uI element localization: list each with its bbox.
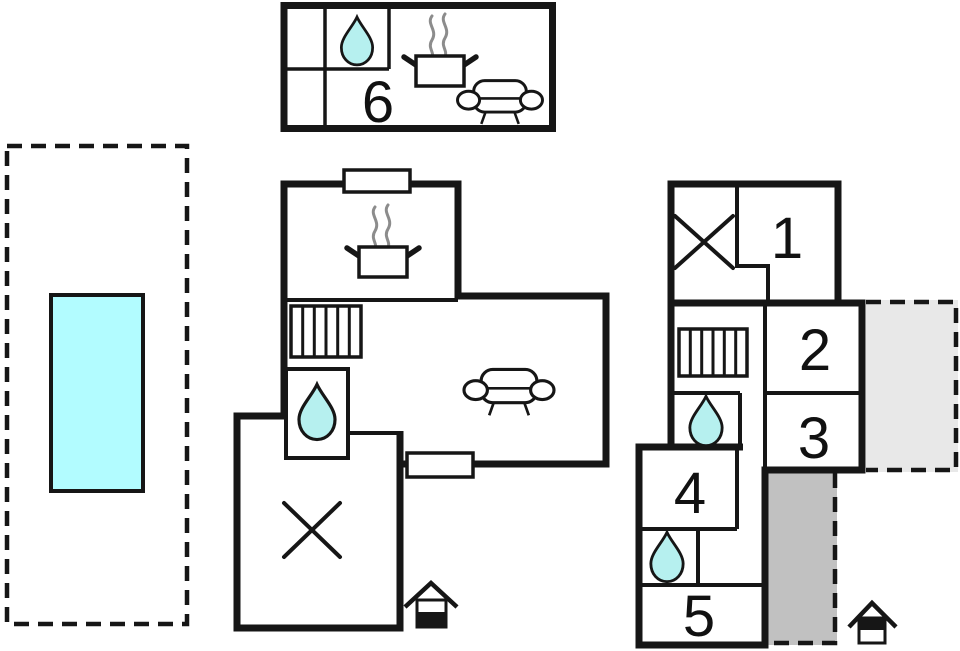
double-bed-icon	[673, 214, 735, 270]
water-drop-icon	[649, 530, 685, 584]
sofa-icon	[462, 367, 556, 417]
swimming-pool	[49, 293, 145, 493]
stairs-icon	[289, 304, 363, 359]
room-3-label: 3	[798, 406, 830, 471]
interior-walls	[639, 184, 862, 587]
ground-floor-house-icon	[403, 579, 459, 629]
interior-walls	[284, 298, 458, 435]
stove-icon	[347, 205, 419, 277]
window-bottom	[405, 451, 475, 479]
room-1-label: 1	[771, 206, 803, 271]
upper-house: 1 2 3 4 5	[635, 180, 959, 649]
plot-boundary	[4, 143, 190, 627]
water-drop-icon	[688, 394, 724, 448]
room-4-label: 4	[674, 461, 706, 526]
main-house	[233, 168, 610, 632]
annex-unit: 6	[280, 2, 556, 135]
annex-unit-label: 6	[362, 70, 394, 135]
pool-area	[4, 143, 190, 627]
balcony-dashed-border	[866, 299, 959, 473]
window-top	[342, 168, 412, 194]
shaded-terrace	[768, 473, 837, 645]
dashed-balcony	[866, 300, 958, 472]
stairs-icon	[677, 327, 749, 378]
room-2-label: 2	[799, 318, 831, 383]
room-5-label: 5	[683, 584, 715, 649]
double-bed-icon	[282, 501, 342, 559]
upper-floor-house-icon	[847, 599, 898, 645]
terrace-dashed-border	[768, 473, 838, 646]
